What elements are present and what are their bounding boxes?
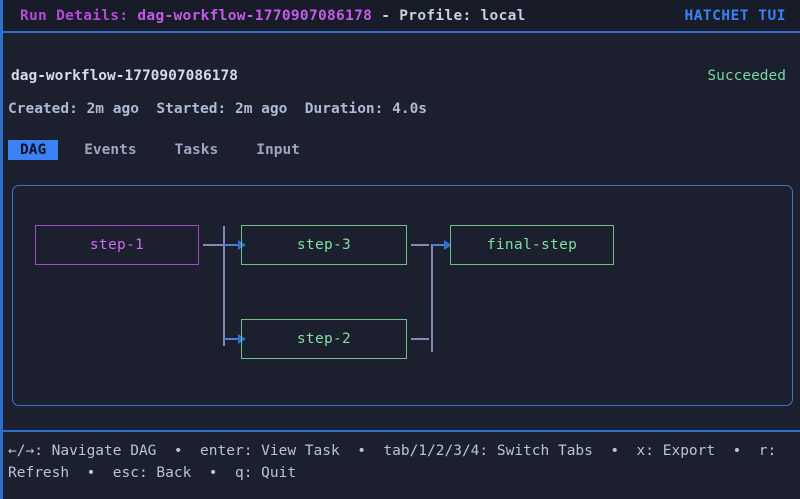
dag-arrow-into-final-step bbox=[444, 240, 452, 250]
dag-panel: step-1 step-3 step-2 final-step bbox=[12, 185, 793, 406]
dag-edge-step2-in-stem bbox=[224, 338, 240, 340]
dag-edge-step3-in-stem bbox=[224, 244, 240, 246]
dag-node-step-3[interactable]: step-3 bbox=[241, 225, 407, 265]
run-meta-line: Created: 2m ago Started: 2m ago Duration… bbox=[8, 101, 428, 117]
dag-node-step-1[interactable]: step-1 bbox=[35, 225, 199, 265]
dag-arrow-into-step-2 bbox=[238, 334, 246, 344]
header-profile: - Profile: local bbox=[372, 7, 526, 24]
dag-bus-left bbox=[223, 226, 225, 346]
dag-node-step-2[interactable]: step-2 bbox=[241, 319, 407, 359]
tab-bar: DAG Events Tasks Input bbox=[8, 140, 326, 160]
dag-edge-step1-out bbox=[203, 244, 223, 246]
footer-divider bbox=[3, 430, 800, 432]
tab-dag[interactable]: DAG bbox=[8, 140, 59, 160]
dag-edge-step3-out bbox=[411, 244, 429, 246]
dag-bus-right bbox=[431, 244, 433, 352]
run-name: dag-workflow-1770907086178 bbox=[11, 68, 238, 84]
tab-events[interactable]: Events bbox=[84, 142, 137, 158]
status-badge: Succeeded bbox=[707, 68, 786, 84]
app-name-badge: HATCHET TUI bbox=[684, 7, 786, 24]
left-edge-rail bbox=[0, 0, 3, 499]
header-divider bbox=[3, 31, 800, 33]
tab-tasks[interactable]: Tasks bbox=[174, 142, 219, 158]
header-run-id: dag-workflow-1770907086178 bbox=[137, 7, 373, 24]
header-run-details-label: Run Details: bbox=[20, 7, 138, 24]
dag-node-final-step[interactable]: final-step bbox=[450, 225, 614, 265]
header-title: Run Details: dag-workflow-1770907086178 … bbox=[20, 8, 526, 24]
dag-arrow-into-step-3 bbox=[238, 240, 246, 250]
dag-edge-step2-out bbox=[411, 338, 429, 340]
header-bar: Run Details: dag-workflow-1770907086178 … bbox=[3, 0, 800, 31]
tab-input[interactable]: Input bbox=[256, 142, 300, 158]
screen-background bbox=[3, 0, 800, 499]
run-summary-row: dag-workflow-1770907086178 Succeeded bbox=[3, 62, 800, 90]
dag-edge-final-in-stem bbox=[432, 244, 446, 246]
footer-help-text: ←/→: Navigate DAG • enter: View Task • t… bbox=[8, 443, 785, 481]
